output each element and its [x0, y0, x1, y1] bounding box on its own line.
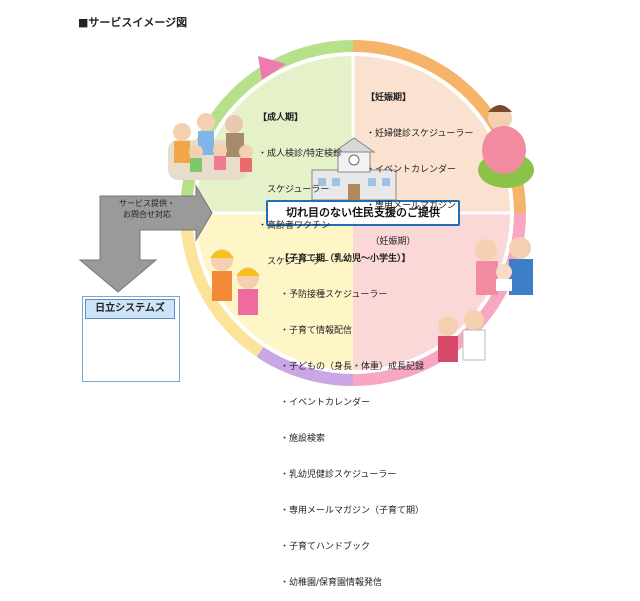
provider-name: 日立システムズ — [85, 299, 175, 319]
children-illustration — [210, 249, 260, 315]
childcare-stage-heading: 【子育て期（乳幼児～小学生）】 — [280, 254, 411, 264]
list-item: ・子育てハンドブック — [280, 542, 371, 552]
list-item: スケジューラー — [258, 257, 330, 267]
childcare-stage-list: 【子育て期（乳幼児～小学生）】 ・予防接種スケジューラー ・子育て情報配信 ・子… — [280, 229, 424, 601]
family-illustration — [168, 113, 253, 180]
list-item: スケジューラー — [258, 185, 330, 195]
pregnancy-stage-list: 【妊娠期】 ・妊婦健診スケジューラー ・イベントカレンダー ・専用メールマガジン… — [366, 68, 473, 260]
list-item: ・高齢者ワクチン — [258, 221, 331, 231]
list-item: （妊娠期） — [366, 237, 416, 247]
pregnancy-stage-heading: 【妊娠期】 — [366, 93, 412, 103]
list-item: ・子育て情報配信 — [280, 326, 353, 336]
service-arrow — [78, 184, 213, 293]
list-item: ・子どもの（身長・体重）成長記録 — [280, 362, 425, 372]
list-item: ・イベントカレンダー — [366, 165, 457, 175]
service-diagram — [78, 40, 534, 387]
parents-baby-illustration — [475, 237, 533, 295]
pregnant-woman-illustration — [478, 105, 534, 188]
service-label-line: サービス提供・ — [119, 199, 175, 208]
list-item: ・妊婦健診スケジューラー — [366, 129, 474, 139]
center-banner: 切れ目のない住民支援のご提供 — [266, 200, 460, 226]
adult-stage-heading: 【成人期】 — [258, 113, 304, 123]
ring-arrow-head — [258, 56, 286, 80]
service-label-line: お問合せ対応 — [123, 210, 171, 219]
list-item: ・幼稚園/保育園情報発信 — [280, 578, 383, 588]
town-hall-illustration — [311, 137, 397, 201]
list-item: ・専用メールマガジン（子育て期） — [280, 506, 425, 516]
list-item: ・イベントカレンダー — [280, 398, 371, 408]
service-label: サービス提供・ お問合せ対応 — [112, 198, 182, 220]
list-item: ・専用メールマガジン — [366, 201, 457, 211]
list-item: ・施設検索 — [280, 434, 326, 444]
vaccination-illustration — [438, 310, 486, 362]
list-item: ・成人検診/特定検診 — [258, 149, 343, 159]
list-item: ・乳幼児健診スケジューラー — [280, 470, 397, 480]
page-title: ■サービスイメージ図 — [78, 16, 188, 29]
list-item: ・予防接種スケジューラー — [280, 290, 388, 300]
adult-stage-list: 【成人期】 ・成人検診/特定検診 スケジューラー ・高齢者ワクチン スケジューラ… — [258, 88, 342, 280]
